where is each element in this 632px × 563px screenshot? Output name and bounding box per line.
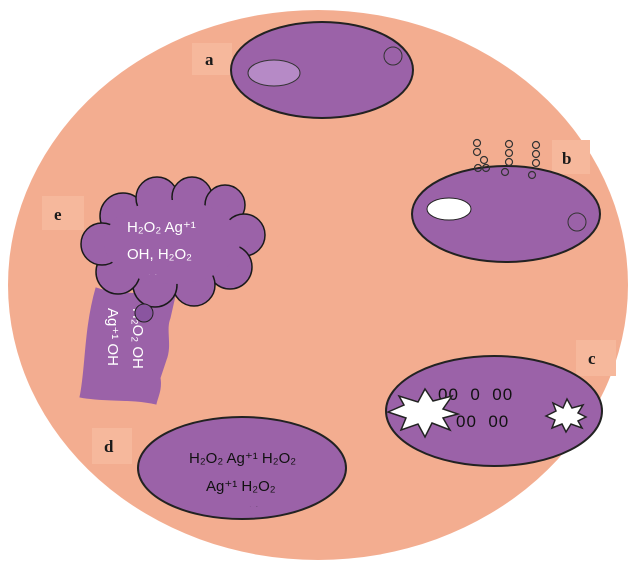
- label-e: e: [54, 205, 62, 224]
- label-b: b: [562, 149, 571, 168]
- vacuole-b: [427, 198, 471, 220]
- bacterium-d: H₂O₂ Ag⁺¹ H₂O₂ Ag⁺¹ H₂O₂ Ag⁺¹ O: [138, 417, 346, 521]
- chem-d-line-2: Ag⁺¹ H₂O₂: [206, 478, 276, 495]
- inclusion-a: [384, 47, 402, 65]
- bacterium-a: [231, 22, 413, 118]
- stream-e-line-2: Ag⁺¹ OH: [104, 308, 121, 366]
- inclusion-b: [568, 213, 586, 231]
- label-d: d: [104, 437, 114, 456]
- nucleoid-a: [248, 60, 300, 86]
- label-box-c: [576, 340, 616, 376]
- cloud-e-line-1: H₂O₂ Ag⁺¹: [127, 219, 196, 236]
- cloud-e-line-2: OH, H₂O₂: [127, 246, 192, 263]
- label-box-e: [42, 196, 84, 230]
- oo-row-2: 00 00: [456, 412, 509, 431]
- label-c: c: [588, 349, 596, 368]
- vesicle-e: [135, 304, 153, 322]
- chem-d-line-1: H₂O₂ Ag⁺¹ H₂O₂: [189, 450, 296, 467]
- label-a: a: [205, 50, 214, 69]
- bacterium-c: 00 0 00 00 00: [386, 356, 602, 466]
